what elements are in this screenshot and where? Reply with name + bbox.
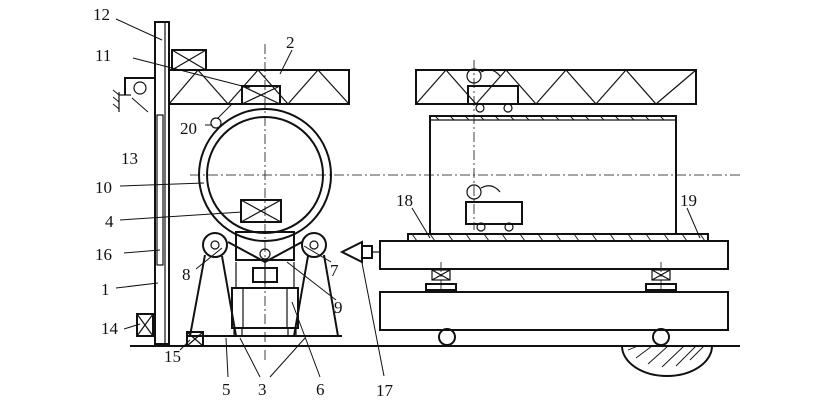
label-11: 11 xyxy=(95,46,111,65)
right-truss-boom xyxy=(415,69,697,105)
pulley-20 xyxy=(210,117,222,129)
column-top-box xyxy=(171,49,207,71)
label-15: 15 xyxy=(164,347,181,366)
label-4: 4 xyxy=(105,212,114,231)
label-20: 20 xyxy=(180,119,197,138)
label-12: 12 xyxy=(93,5,110,24)
label-2: 2 xyxy=(286,33,295,52)
rail-wheels xyxy=(438,328,713,377)
label-16: 16 xyxy=(95,245,112,264)
label-13: 13 xyxy=(121,149,138,168)
label-1: 1 xyxy=(101,280,110,299)
boom-head-box xyxy=(241,85,281,105)
upper-platform xyxy=(379,240,729,270)
lower-platform xyxy=(379,291,729,331)
column-1 xyxy=(154,21,170,345)
hook-bracket xyxy=(112,77,155,112)
inner-trolley xyxy=(465,184,523,232)
label-17: 17 xyxy=(376,381,394,400)
label-19: 19 xyxy=(680,191,697,210)
welding-torch xyxy=(339,240,381,264)
label-14: 14 xyxy=(101,319,119,338)
deck-plate xyxy=(407,233,709,242)
label-10: 10 xyxy=(95,178,112,197)
part-labels: 12 11 2 20 13 10 4 16 1 14 15 5 3 6 8 7 … xyxy=(93,5,697,400)
top-trolley xyxy=(466,68,519,113)
label-8: 8 xyxy=(182,265,191,284)
label-7: 7 xyxy=(330,261,339,280)
label-5: 5 xyxy=(222,380,231,399)
springs xyxy=(425,269,677,291)
base-box-14 xyxy=(136,313,154,337)
roller-support-frame xyxy=(186,231,342,337)
label-6: 6 xyxy=(316,380,325,399)
label-18: 18 xyxy=(396,191,413,210)
label-3: 3 xyxy=(258,380,267,399)
inner-box-4 xyxy=(240,199,282,223)
label-9: 9 xyxy=(334,298,343,317)
leader-lines xyxy=(115,18,701,378)
